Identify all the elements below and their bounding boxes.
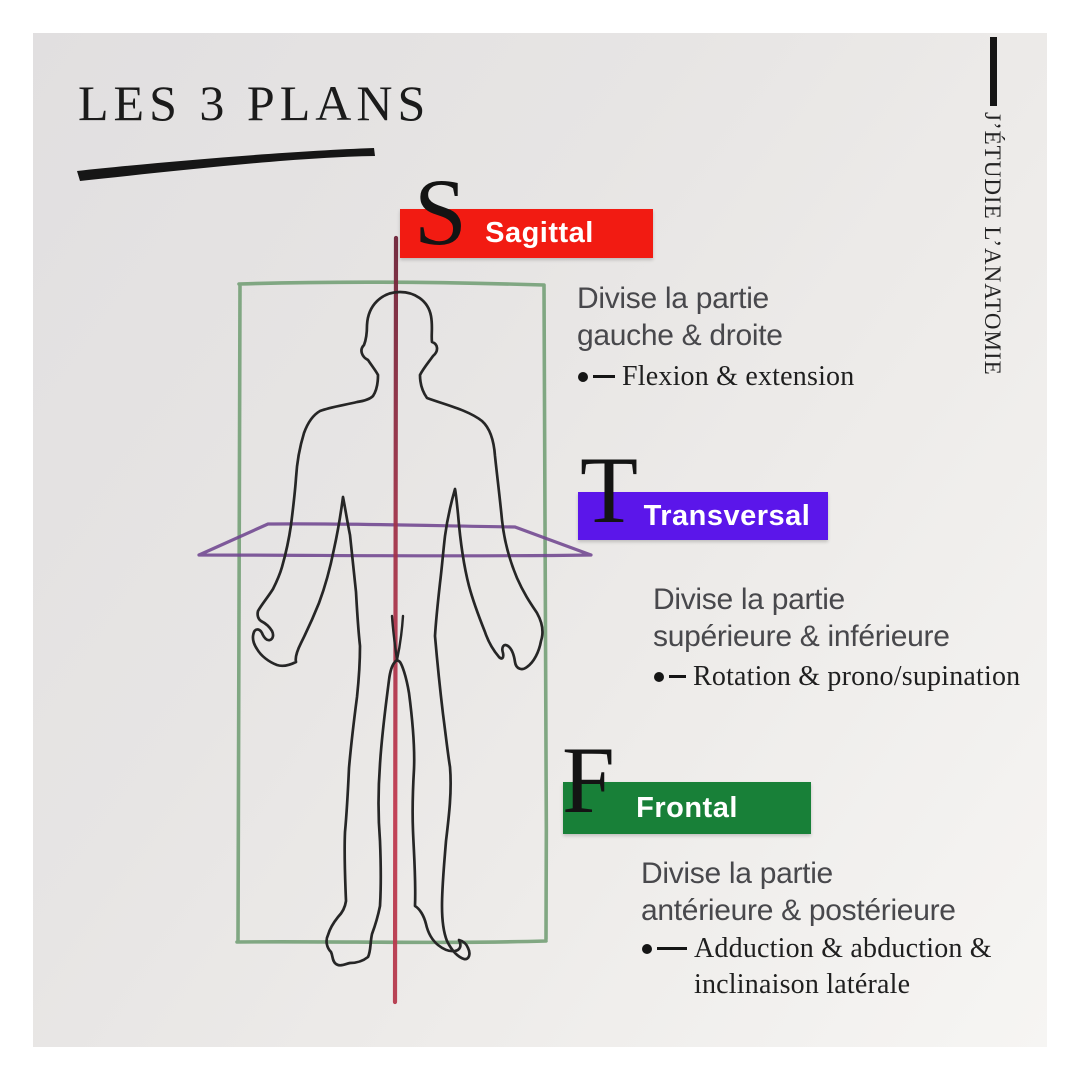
sagittal-banner-label: Sagittal bbox=[485, 217, 594, 249]
frontal-banner: Frontal bbox=[563, 782, 811, 834]
bullet-dash-icon bbox=[657, 947, 687, 950]
frontal-movement-row2: inclinaison latérale bbox=[694, 968, 992, 1001]
frontal-movements: Adduction & abduction & inclinaison laté… bbox=[642, 932, 992, 1001]
transversal-description-line2: supérieure & inférieure bbox=[653, 620, 950, 653]
sagittal-movement-row: Flexion & extension bbox=[578, 360, 854, 393]
frontal-description-line2: antérieure & postérieure bbox=[641, 894, 956, 927]
frontal-movement-label-line2: inclinaison latérale bbox=[694, 968, 911, 1000]
frontal-movement-row: Adduction & abduction & bbox=[642, 932, 992, 965]
sagittal-banner: Sagittal bbox=[400, 209, 653, 258]
sagittal-letter: S bbox=[414, 159, 467, 265]
frontal-banner-label: Frontal bbox=[636, 791, 738, 824]
title-underline bbox=[77, 148, 375, 181]
bullet-dot-icon bbox=[642, 943, 652, 954]
frontal-description: Divise la partie antérieure & postérieur… bbox=[641, 855, 956, 929]
sagittal-description: Divise la partie gauche & droite bbox=[577, 280, 783, 354]
transversal-description: Divise la partie supérieure & inférieure bbox=[653, 581, 950, 655]
frontal-letter: F bbox=[562, 727, 615, 833]
frontal-movement-label-line1: Adduction & abduction & bbox=[694, 932, 992, 964]
transversal-movement-row: Rotation & prono/supination bbox=[654, 660, 1020, 693]
brand-vertical-text: J’ÉTUDIE L’ANATOMIE bbox=[980, 112, 1005, 376]
transversal-banner-label: Transversal bbox=[643, 499, 811, 532]
transversal-description-line1: Divise la partie bbox=[653, 583, 845, 616]
body-outline bbox=[251, 290, 544, 967]
body-crotch-detail bbox=[390, 614, 405, 662]
transversal-movement-label: Rotation & prono/supination bbox=[693, 660, 1021, 692]
paper-photo-background bbox=[33, 33, 1047, 1047]
frontal-description-line1: Divise la partie bbox=[641, 857, 833, 890]
sagittal-description-line2: gauche & droite bbox=[577, 319, 783, 352]
bullet-dot-icon bbox=[654, 671, 664, 682]
frontal-plane-rect bbox=[235, 280, 549, 945]
transversal-movements: Rotation & prono/supination bbox=[654, 660, 1020, 693]
bullet-dash-icon bbox=[669, 675, 686, 678]
sagittal-description-line1: Divise la partie bbox=[577, 282, 769, 315]
transversal-letter: T bbox=[580, 437, 639, 543]
brand-accent-bar bbox=[990, 37, 997, 106]
sagittal-line bbox=[392, 235, 399, 1005]
sagittal-movement-label: Flexion & extension bbox=[622, 360, 855, 392]
bullet-dash-icon bbox=[593, 375, 615, 378]
page-title: LES 3 PLANS bbox=[78, 75, 431, 131]
transversal-banner: Transversal bbox=[578, 492, 828, 540]
sagittal-movements: Flexion & extension bbox=[578, 360, 854, 393]
bullet-dot-icon bbox=[578, 371, 588, 382]
